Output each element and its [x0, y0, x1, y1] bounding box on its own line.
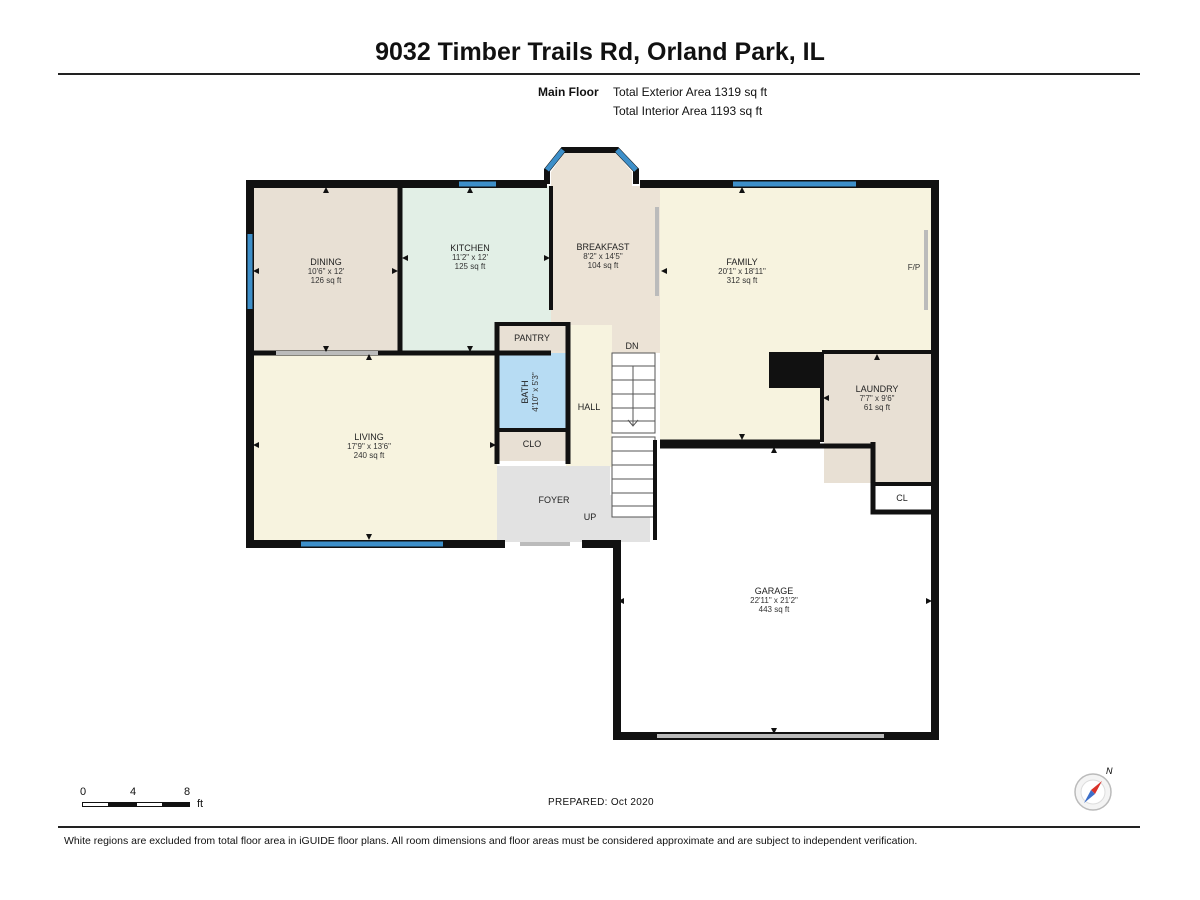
- family-area: 312 sq ft: [727, 276, 758, 285]
- up-label: UP: [584, 512, 597, 522]
- header-rule: [58, 73, 1140, 75]
- clo-label: CLO: [523, 439, 542, 449]
- pantry-fill: [499, 325, 566, 351]
- scale-segment-3: [136, 802, 163, 807]
- dining-label: DINING: [310, 257, 342, 267]
- hall-label: HALL: [578, 402, 601, 412]
- room-labels: DINING 10'6" x 12' 126 sq ft KITCHEN 11'…: [308, 242, 921, 614]
- dining-area: 126 sq ft: [311, 276, 342, 285]
- scale-bar: 0 4 8 ft: [80, 786, 220, 816]
- breakfast-area: 104 sq ft: [588, 261, 619, 270]
- living-area: 240 sq ft: [354, 451, 385, 460]
- disclaimer-text: White regions are excluded from total fl…: [64, 835, 918, 847]
- dining-fill: [252, 186, 400, 353]
- dn-label: DN: [626, 341, 639, 351]
- compass-north-label: N: [1106, 766, 1113, 776]
- scale-unit: ft: [197, 798, 204, 810]
- footer-rule: [58, 826, 1140, 828]
- garage-area: 443 sq ft: [759, 605, 790, 614]
- scale-segment-1: [82, 802, 109, 807]
- page-title: 9032 Timber Trails Rd, Orland Park, IL: [375, 38, 825, 66]
- living-label: LIVING: [354, 432, 384, 442]
- garage-dims: 22'11" x 21'2": [750, 596, 798, 605]
- dimension-arrows: [253, 187, 932, 734]
- openings: [276, 207, 928, 738]
- kitchen-label: KITCHEN: [450, 243, 490, 253]
- scale-label-0: 0: [80, 786, 87, 798]
- kitchen-area: 125 sq ft: [455, 262, 486, 271]
- laundry-label: LAUNDRY: [856, 384, 899, 394]
- windows: [247, 148, 856, 547]
- foyer-fill: [497, 466, 650, 542]
- foyer-label: FOYER: [538, 495, 570, 505]
- scale-label-8: 8: [184, 786, 191, 798]
- breakfast-label: BREAKFAST: [576, 242, 630, 252]
- stairs-up: [611, 436, 656, 518]
- family-label: FAMILY: [726, 257, 757, 267]
- prepared-date: PREPARED: Oct 2020: [548, 797, 654, 808]
- living-fill: [252, 353, 497, 542]
- hall-fill: [566, 325, 612, 467]
- bath-label: BATH: [520, 380, 530, 403]
- laundry-dims: 7'7" x 9'6": [860, 394, 895, 403]
- exterior-area: Total Exterior Area 1319 sq ft: [613, 85, 768, 99]
- living-dims: 17'9" x 13'6": [347, 442, 391, 451]
- stairs-down: [611, 352, 656, 434]
- bath-fill: [499, 353, 566, 429]
- interior-area: Total Interior Area 1193 sq ft: [613, 104, 763, 118]
- scale-segment-2: [109, 802, 136, 807]
- kitchen-dims: 11'2" x 12': [452, 253, 488, 262]
- fireplace-label: F/P: [908, 263, 920, 272]
- compass-icon: N: [1071, 764, 1119, 812]
- garage-label: GARAGE: [755, 586, 794, 596]
- pantry-label: PANTRY: [514, 333, 550, 343]
- scale-label-4: 4: [130, 786, 137, 798]
- breakfast-dims: 8'2" x 14'5": [583, 252, 623, 261]
- clo-fill: [499, 431, 566, 461]
- bath-dims: 4'10" x 5'3": [531, 372, 540, 412]
- breakfast-fill: [551, 152, 660, 353]
- scale-segment-4: [163, 802, 190, 807]
- laundry-fill: [824, 353, 932, 483]
- cl-label: CL: [896, 493, 908, 503]
- laundry-area: 61 sq ft: [864, 403, 891, 412]
- family-dims: 20'1" x 18'11": [718, 267, 766, 276]
- floor-label: Main Floor: [538, 85, 599, 99]
- dining-dims: 10'6" x 12': [308, 267, 345, 276]
